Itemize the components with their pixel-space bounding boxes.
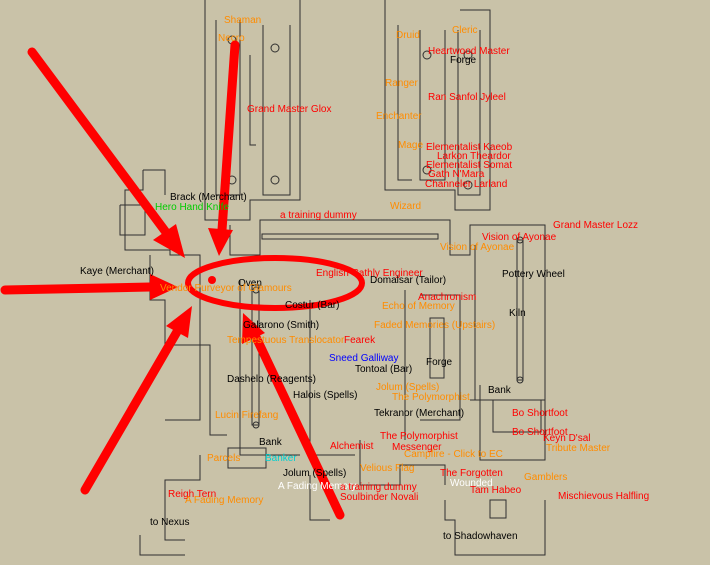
label-pottery-wheel: Pottery Wheel xyxy=(502,269,565,280)
label-tam-habeo: Tam Habeo xyxy=(470,485,522,496)
label-faded-memories: Faded Memories (Upstairs) xyxy=(374,320,496,331)
label-mischievous: Mischievous Halfling xyxy=(558,491,650,502)
label-forgotten: The Forgotten xyxy=(440,468,503,479)
label-english-engineer: English Cathly Engineer xyxy=(316,268,423,279)
arrow-n xyxy=(217,40,240,235)
label-wounded: Wounded xyxy=(450,478,493,489)
label-druid: Druid xyxy=(396,30,420,41)
label-tontoal: Tontoal (Bar) xyxy=(355,364,413,375)
label-domalsar: Domalsar (Tailor) xyxy=(370,275,447,286)
location-dot xyxy=(208,276,216,284)
label-keyn: Keyn D'sal xyxy=(543,433,591,444)
label-forge-top: Forge xyxy=(450,55,477,66)
label-bo-shortfoot: Bo Shortfoot xyxy=(512,408,568,419)
annotation-ellipse xyxy=(185,255,365,311)
label-hero: Hero Hand Knife xyxy=(155,202,229,213)
label-reigh: Reigh Tern xyxy=(168,489,217,500)
label-jolum-orange: Jolum (Spells) xyxy=(376,382,440,393)
label-wizard: Wizard xyxy=(390,201,422,212)
label-anachronism: Anachronism xyxy=(418,292,477,303)
arrow-head-n xyxy=(208,228,233,256)
arrow-head-se xyxy=(242,313,265,344)
arrow-sw xyxy=(80,325,183,495)
label-echo-memory: Echo of Memory xyxy=(382,301,455,312)
label-jolum: Jolum (Spells) xyxy=(283,468,347,479)
label-grand-master-glox: Grand Master Glox xyxy=(247,104,332,115)
label-grand-master-lozz: Grand Master Lozz xyxy=(553,220,639,231)
label-tempestuous: Tempestuous Translocator xyxy=(227,335,345,346)
label-mage: Mage xyxy=(398,140,424,151)
arrow-head-nw xyxy=(153,224,185,258)
label-gamblers: Gamblers xyxy=(524,472,568,483)
label-fearek: Fearek xyxy=(344,335,376,346)
label-forge-mid: Forge xyxy=(426,357,453,368)
label-fading-memory-orange: A Fading Memory xyxy=(185,495,264,506)
label-vision-ayonae-2: Vision of Ayonae xyxy=(440,242,515,253)
label-kaye: Kaye (Merchant) xyxy=(80,266,154,277)
label-training-dummy-bottom: a training dummy xyxy=(340,482,417,493)
arrow-w xyxy=(0,282,155,295)
label-heartwood: Heartwood Master xyxy=(428,46,510,57)
label-channeler: Channeler Larland xyxy=(425,179,508,190)
label-to-nexus: to Nexus xyxy=(150,517,190,528)
label-vision-ayonae: Vision of Ayonae xyxy=(482,232,557,243)
label-enchanter: Enchanter xyxy=(376,111,422,122)
label-alchemist: Alchemist xyxy=(330,441,374,452)
arrow-nw xyxy=(27,47,173,240)
label-shortfoot-2: Bo Shortfoot xyxy=(512,427,568,438)
label-velious-flag: Velious Flag xyxy=(360,463,415,474)
label-necro: Necro xyxy=(218,33,245,44)
arrow-se xyxy=(250,330,345,520)
label-brack: Brack (Merchant) xyxy=(170,192,247,203)
label-costur-bar: Costur (Bar) xyxy=(285,300,340,311)
label-kiln: Kiln xyxy=(509,308,526,319)
label-shaman: Shaman xyxy=(224,15,262,26)
label-messenger: Messenger xyxy=(392,442,442,453)
label-polymorphist-red: The Polymorphist xyxy=(380,431,458,442)
label-to-shadowhaven: to Shadowhaven xyxy=(443,531,518,542)
label-dashelo: Dashelo (Reagents) xyxy=(227,374,316,385)
annotation-arrows xyxy=(0,40,345,520)
label-elementalist-somat: Elementalist Somat xyxy=(426,160,513,171)
label-ran-jyleel: Ran Sanfol Jyleel xyxy=(428,92,506,103)
label-parcels: Parcels xyxy=(207,453,241,464)
label-tekranor: Tekranor (Merchant) xyxy=(374,408,465,419)
label-gath: Gath N'Mara xyxy=(428,169,485,180)
label-purveyor: Vendor Purveyor of Glamours xyxy=(160,283,292,294)
label-campfire: Campfire - Click to EC xyxy=(404,449,503,460)
arrow-head-w xyxy=(150,274,178,300)
label-ranger: Ranger xyxy=(385,78,418,89)
label-larkon: Larkon Theardor xyxy=(437,151,511,162)
label-banker: Banker xyxy=(265,453,297,464)
label-lucin: Lucin Firefang xyxy=(215,410,279,421)
label-soulbinder: Soulbinder Novali xyxy=(340,492,419,503)
arrow-head-sw xyxy=(166,306,192,338)
label-polymorphist-orange: The Polymorphist xyxy=(392,392,470,403)
label-bank-left: Bank xyxy=(259,437,282,448)
label-tribute-master: Tribute Master xyxy=(546,443,611,454)
label-elementalist-kaeob: Elementalist Kaeob xyxy=(426,142,513,153)
walls xyxy=(119,0,546,556)
label-galarono: Galarono (Smith) xyxy=(243,320,320,331)
label-sneed: Sneed Galliway xyxy=(329,353,399,364)
label-fading-memory: A Fading Memory xyxy=(278,481,357,492)
label-halois: Halois (Spells) xyxy=(293,390,358,401)
label-oven: Oven xyxy=(238,278,262,289)
label-cleric: Cleric xyxy=(452,25,478,36)
label-bank-right: Bank xyxy=(488,385,511,396)
label-training-dummy-top: a training dummy xyxy=(280,210,357,221)
